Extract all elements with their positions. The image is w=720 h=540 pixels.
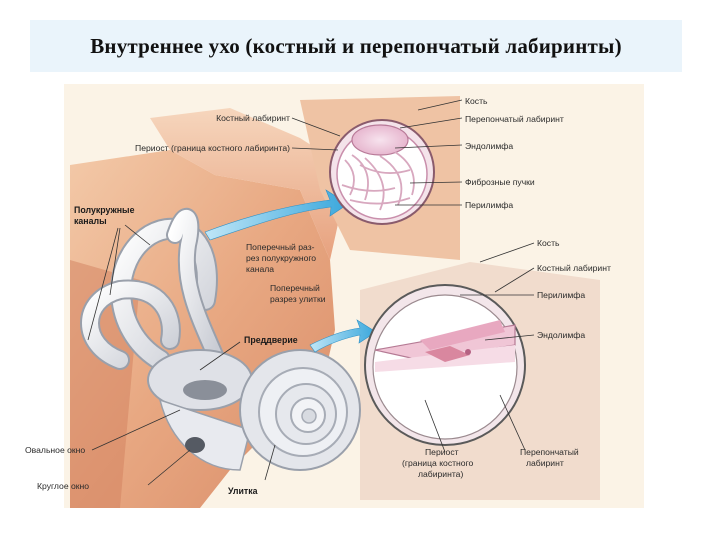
arrow-to-canal-section	[204, 189, 349, 241]
label-kost-right: Кость	[537, 238, 560, 248]
temporal-bone-top	[150, 108, 350, 260]
label-perepon-bottom-1: Перепончатый	[520, 447, 579, 457]
label-periost-bottom-3: лабиринта)	[418, 469, 463, 479]
label-perilimfa-right: Перилимфа	[537, 290, 585, 300]
label-kost-top: Кость	[465, 96, 488, 106]
label-kostny-labirint-left: Костный лабиринт	[216, 113, 290, 123]
canal-cross-section	[329, 119, 435, 225]
label-periost-left: Периост (граница костного лабиринта)	[135, 143, 290, 153]
label-ovalnoe-okno: Овальное окно	[25, 445, 85, 455]
leader-lines	[87, 99, 535, 486]
label-ulitka: Улитка	[228, 486, 258, 496]
label-perepon-bottom-2: лабиринт	[526, 458, 564, 468]
label-perilimfa-top: Перилимфа	[465, 200, 513, 210]
cochlea-cross-section	[364, 284, 526, 446]
label-polukruzhnye-1: Полукружные	[74, 205, 135, 215]
bony-labyrinth-drawing	[80, 207, 224, 371]
label-polukruzhnye-2: каналы	[74, 216, 107, 226]
label-poper-razrez-ulitki-1: Поперечный	[270, 283, 320, 293]
arrow-to-cochlea-section	[309, 319, 377, 353]
label-perepon-labirint-top: Перепончатый лабиринт	[465, 114, 564, 124]
label-periost-bottom-1: Периост	[425, 447, 459, 457]
page-title: Внутреннее ухо (костный и перепончатый л…	[90, 33, 622, 58]
cochlea-spiral	[239, 349, 361, 471]
label-endolimfa-top: Эндолимфа	[465, 141, 513, 151]
label-poper-razrez-kanala-1: Поперечный раз-	[246, 242, 315, 252]
label-kostny-labirint-right: Костный лабиринт	[537, 263, 611, 273]
label-endolimfa-right: Эндолимфа	[537, 330, 585, 340]
label-krugloe-okno: Круглое окно	[37, 481, 89, 491]
labels: Кость Костный лабиринт Перепончатый лаби…	[25, 96, 611, 496]
label-periost-bottom-2: (граница костного	[402, 458, 474, 468]
title-banner: Внутреннее ухо (костный и перепончатый л…	[30, 20, 682, 72]
label-poper-razrez-ulitki-2: разрез улитки	[270, 294, 326, 304]
vestibule-lower	[158, 398, 251, 471]
label-fibroznye-puchki: Фиброзные пучки	[465, 177, 535, 187]
label-poper-razrez-kanala-2: рез полукружного	[246, 253, 316, 263]
label-poper-razrez-kanala-3: канала	[246, 264, 274, 274]
label-predd: Преддверие	[244, 335, 298, 345]
